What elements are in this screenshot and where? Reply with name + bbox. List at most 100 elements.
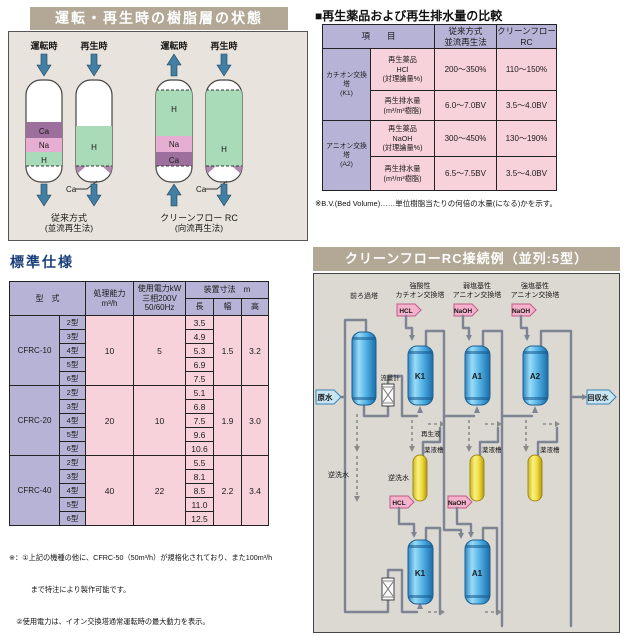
tower-band [353, 337, 375, 340]
col-header-item: 項 目 [321, 24, 436, 49]
cell-width: 2.2 [213, 455, 242, 526]
cell-type: 5型 [59, 357, 86, 372]
label-regen-1: 再生時 [80, 40, 107, 51]
callout-line [75, 180, 98, 190]
naoh-tag-label: NaOH [454, 308, 472, 315]
cell-conv-value: 200～350% [434, 48, 498, 91]
flow-section-title: クリーンフローRC接続例（並列:5型） [313, 247, 620, 271]
tower-band [466, 397, 489, 400]
pipe [536, 426, 559, 457]
table-row: CFRC-10 2型 10 5 3.5 1.5 3.2 [9, 315, 269, 386]
flowmeter-icon [381, 577, 395, 601]
spec-title: 標準仕様 [10, 254, 74, 270]
arrow-right-icon [440, 421, 445, 427]
cell-type: 3型 [59, 329, 86, 344]
comparison-footnote: ※B.V.(Bed Volume)……単位樹脂当たりの何倍の水量(になる)かを示… [315, 199, 557, 208]
cell-rc-value: 3.5～4.0BV [496, 156, 558, 191]
tower-k1-bottom [407, 539, 434, 605]
pipe [481, 329, 534, 418]
tower-k1-label: K1 [415, 372, 426, 381]
tower-a1-label: A1 [472, 372, 483, 381]
label-strong-anion-1: 強塩基性 [521, 281, 549, 290]
arrow-down-icon [524, 335, 530, 341]
cell-model-name: CFRC-10 [9, 315, 60, 386]
col-header-conventional: 従来方式 並流再生法 [434, 24, 498, 49]
tower-band [466, 351, 489, 354]
arrow-up-icon [417, 602, 423, 609]
caption-conventional-sub: (並流再生法) [45, 223, 93, 233]
naoh-tag-label: NaOH [512, 308, 530, 315]
tower-band [524, 351, 547, 354]
chem-tank-label: 薬液槽 [424, 445, 444, 454]
arrow-down-icon [216, 183, 232, 207]
arrow-down-icon [411, 532, 417, 538]
chemical-tank [527, 454, 543, 502]
layer-na-label: Na [169, 140, 180, 149]
tower-band [353, 397, 375, 400]
cell-type: 5型 [59, 427, 86, 442]
pipe [421, 426, 442, 457]
arrow-down-icon [466, 446, 472, 452]
arrow-up-icon [417, 406, 423, 413]
layer-ca-label: Ca [169, 156, 180, 165]
chem-tank-label: 薬液槽 [482, 445, 502, 454]
note-line: まで特注により製作可能です。 [9, 584, 131, 594]
layer-ca-label: Ca [39, 127, 50, 136]
label-cation-2: カチオン交換塔 [396, 290, 445, 299]
flow-diagram: 前ろ過塔 強酸性 カチオン交換塔 弱塩基性 アニオン交換塔 強塩基性 アニオン交… [315, 281, 617, 628]
resin-diagram: 運転時 再生時 運転時 再生時 Ca Na H [25, 40, 243, 233]
flowmeter-icon [381, 383, 395, 407]
arrow-down-icon [354, 496, 360, 502]
layer-h-label: H [91, 143, 97, 152]
pipe-parallel-feed [343, 395, 390, 614]
cell-type: 4型 [59, 413, 86, 428]
cell-type: 2型 [59, 455, 86, 470]
pipe [424, 526, 442, 616]
pipe [442, 414, 463, 535]
recovered-water-label: 回収水 [588, 393, 610, 402]
tower-band [409, 545, 432, 548]
cell-model-name: CFRC-20 [9, 385, 60, 456]
tower-a1 [464, 345, 491, 406]
cell-type: 6型 [59, 441, 86, 456]
tower-a2-label: A2 [530, 372, 541, 381]
callout-ca-right: Ca [196, 185, 207, 194]
arrow-right-icon [497, 609, 502, 615]
cell-length: 6.8 [185, 399, 214, 414]
cell-type: 2型 [59, 385, 86, 400]
pipe [386, 568, 419, 614]
cell-power: 22 [133, 455, 186, 526]
caption-rc-sub: (向流再生法) [175, 223, 223, 233]
arrow-down-icon [409, 335, 415, 341]
naoh-tag-label: NaOH [448, 500, 466, 507]
cell-rc-value: 130～190% [496, 120, 558, 157]
cell-type: 3型 [59, 399, 86, 414]
header-capacity: 処理能力 m³/h [85, 281, 134, 316]
pipe [362, 403, 390, 418]
comparison-table: 項 目 従来方式 並流再生法 クリーンフロー RC カチオン交換塔 (K1) 再… [321, 24, 558, 191]
chemical-tank [469, 454, 485, 502]
cell-length: 5.5 [185, 455, 214, 470]
spec-notes: ※：①上記の機種の他に、CFRC-50（50m³/h）が規格化されており、また1… [9, 531, 311, 636]
arrow-down-icon [466, 335, 472, 341]
naoh-tag [453, 303, 479, 317]
header-height: 高 [241, 298, 269, 316]
pipe [478, 426, 500, 457]
cell-model-name: CFRC-40 [9, 455, 60, 526]
cell-rc-value: 3.5～4.0BV [496, 90, 558, 121]
chem-tank-label: 薬液槽 [540, 445, 560, 454]
cell-length: 4.9 [185, 329, 214, 344]
naoh-tag [511, 303, 537, 317]
cell-height: 3.0 [241, 385, 269, 456]
caption-conventional: 従来方式 [51, 212, 87, 223]
cell-length: 5.3 [185, 343, 214, 358]
pipe [519, 314, 529, 337]
pipe [481, 526, 499, 616]
callout-line [205, 180, 228, 190]
resin-diagram-panel: 運転時 再生時 運転時 再生時 Ca Na H [8, 31, 308, 241]
layer-na-label: Na [39, 141, 50, 150]
arrow-down-icon [354, 446, 360, 452]
